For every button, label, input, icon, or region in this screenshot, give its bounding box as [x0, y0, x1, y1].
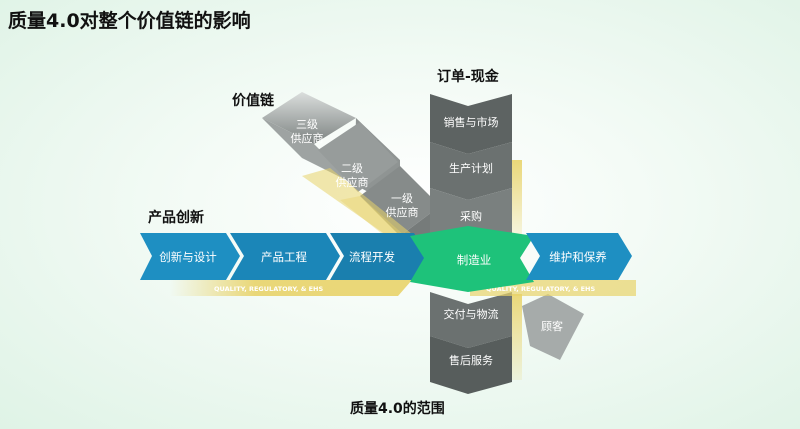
step-process-label: 流程开发	[349, 250, 395, 264]
order-to-cash-column	[430, 94, 522, 248]
downstream-yellow-edge	[512, 294, 522, 380]
column-yellow-edge	[512, 160, 522, 240]
step-engineering	[230, 233, 340, 280]
qre-band	[170, 280, 636, 296]
step-maintenance-label: 维护和保养	[549, 250, 607, 264]
qre-label-right: QUALITY, REGULATORY, & EHS	[486, 285, 596, 293]
product-innovation-labels: 创新与设计 产品工程 流程开发 制造业 维护和保养	[159, 250, 607, 267]
step-planning-label: 生产计划	[449, 161, 493, 175]
center-manufacturing	[410, 226, 534, 292]
step-sales-label: 销售与市场	[444, 115, 499, 129]
step-innovation	[140, 233, 240, 280]
step-delivery-label: 交付与物流	[444, 307, 499, 321]
customer-shape	[522, 294, 584, 360]
step-sales	[430, 94, 512, 154]
customer-label: 顾客	[541, 319, 563, 333]
tier3-line2: 供应商	[291, 131, 324, 145]
step-delivery	[430, 292, 512, 348]
tier-yellow-trail-2	[340, 196, 405, 242]
order-to-cash-labels: 销售与市场 生产计划 采购	[444, 115, 499, 223]
step-engineering-label: 产品工程	[261, 250, 307, 264]
page-title: 质量4.0对整个价值链的影响	[8, 10, 251, 32]
product-innovation-row	[140, 226, 632, 292]
product-innovation-label: 产品创新	[148, 210, 204, 226]
qre-label-left: QUALITY, REGULATORY, & EHS	[214, 285, 324, 293]
step-maintenance	[526, 233, 632, 280]
tier2-face	[318, 122, 398, 192]
center-label: 制造业	[457, 253, 492, 267]
tier1-line2: 供应商	[386, 205, 419, 219]
tier-yellow-trail	[302, 168, 412, 242]
step-aftersales-label: 售后服务	[449, 353, 493, 367]
step-procurement-label: 采购	[460, 209, 482, 223]
tier2-line2: 供应商	[336, 175, 369, 189]
tier-labels: 三级 供应商 二级 供应商 一级 供应商	[291, 118, 419, 219]
order-to-cash-label: 订单-现金	[437, 69, 499, 85]
qre-band-left	[170, 280, 412, 296]
step-aftersales	[430, 336, 512, 394]
qre-band-labels: QUALITY, REGULATORY, & EHS QUALITY, REGU…	[214, 285, 596, 293]
tier1-line1: 一级	[391, 192, 413, 205]
tier1-face	[360, 166, 440, 236]
downstream-column	[430, 292, 584, 394]
step-planning	[430, 142, 512, 200]
scope-caption: 质量4.0的范围	[350, 401, 445, 417]
downstream-labels: 交付与物流 售后服务 顾客	[444, 307, 564, 367]
step-innovation-label: 创新与设计	[159, 250, 217, 264]
tier3-chevron	[262, 92, 356, 144]
step-process	[330, 233, 428, 280]
tier3-line1: 三级	[296, 118, 318, 131]
tier2-line1: 二级	[341, 162, 363, 175]
value-chain-label: 价值链	[232, 93, 274, 109]
tier3-body	[262, 118, 354, 184]
